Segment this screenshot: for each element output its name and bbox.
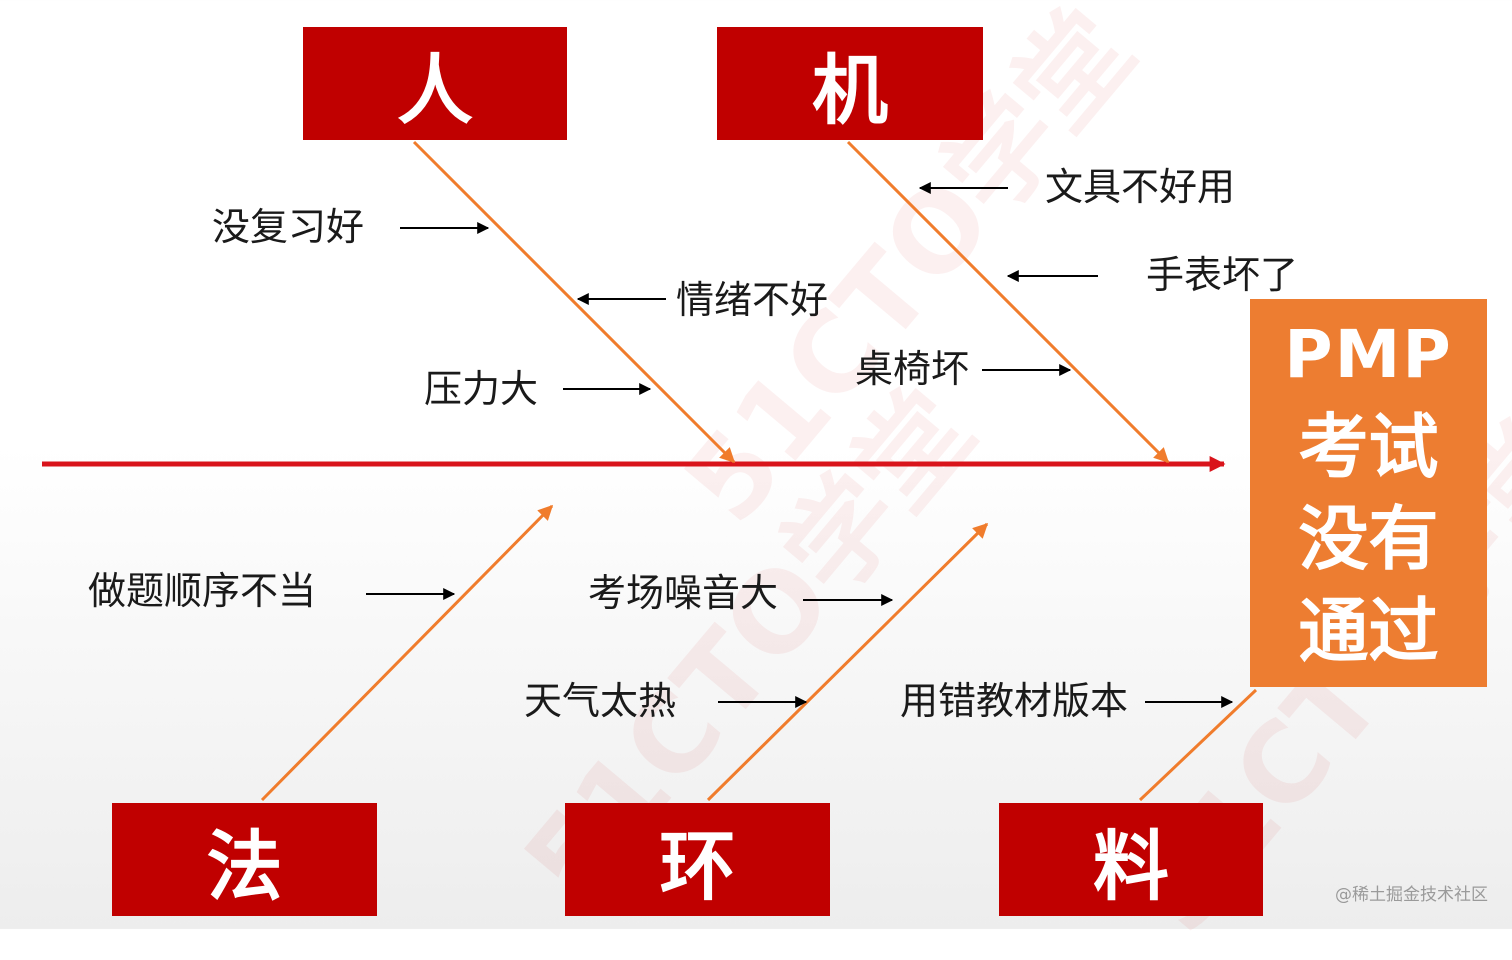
category-huan: 环 <box>565 803 830 916</box>
cause-fa-1: 做题顺序不当 <box>88 569 317 613</box>
cause-ji-2: 手表坏了 <box>1146 253 1299 297</box>
fishbone-diagram <box>42 140 1258 802</box>
result-code: PMP <box>1284 316 1453 393</box>
category-ren: 人 <box>303 27 567 140</box>
bone-ren <box>412 140 736 464</box>
bone-fa <box>260 504 554 802</box>
cause-ren-1: 没复习好 <box>212 205 365 249</box>
result-box: PMP 考试 没有 通过 <box>1250 299 1487 687</box>
cause-ren-3: 压力大 <box>424 367 539 411</box>
cause-ji-3: 桌椅坏 <box>855 347 970 391</box>
cause-huan-2: 天气太热 <box>524 679 677 723</box>
cause-ji-1: 文具不好用 <box>1045 165 1236 209</box>
cause-huan-1: 考场噪音大 <box>588 571 779 615</box>
bone-liao <box>1138 688 1258 802</box>
cause-liao-1: 用错教材版本 <box>900 679 1129 723</box>
result-line-2: 没有 <box>1298 498 1439 580</box>
result-line-1: 考试 <box>1298 406 1439 488</box>
category-liao: 料 <box>999 803 1263 916</box>
category-fa: 法 <box>112 803 377 916</box>
cause-ren-2: 情绪不好 <box>676 278 829 322</box>
result-line-3: 通过 <box>1298 590 1439 672</box>
category-ji: 机 <box>717 27 983 140</box>
bone-huan <box>706 522 989 802</box>
credit-text: @稀土掘金技术社区 <box>1335 885 1488 905</box>
bone-ji <box>846 140 1170 464</box>
